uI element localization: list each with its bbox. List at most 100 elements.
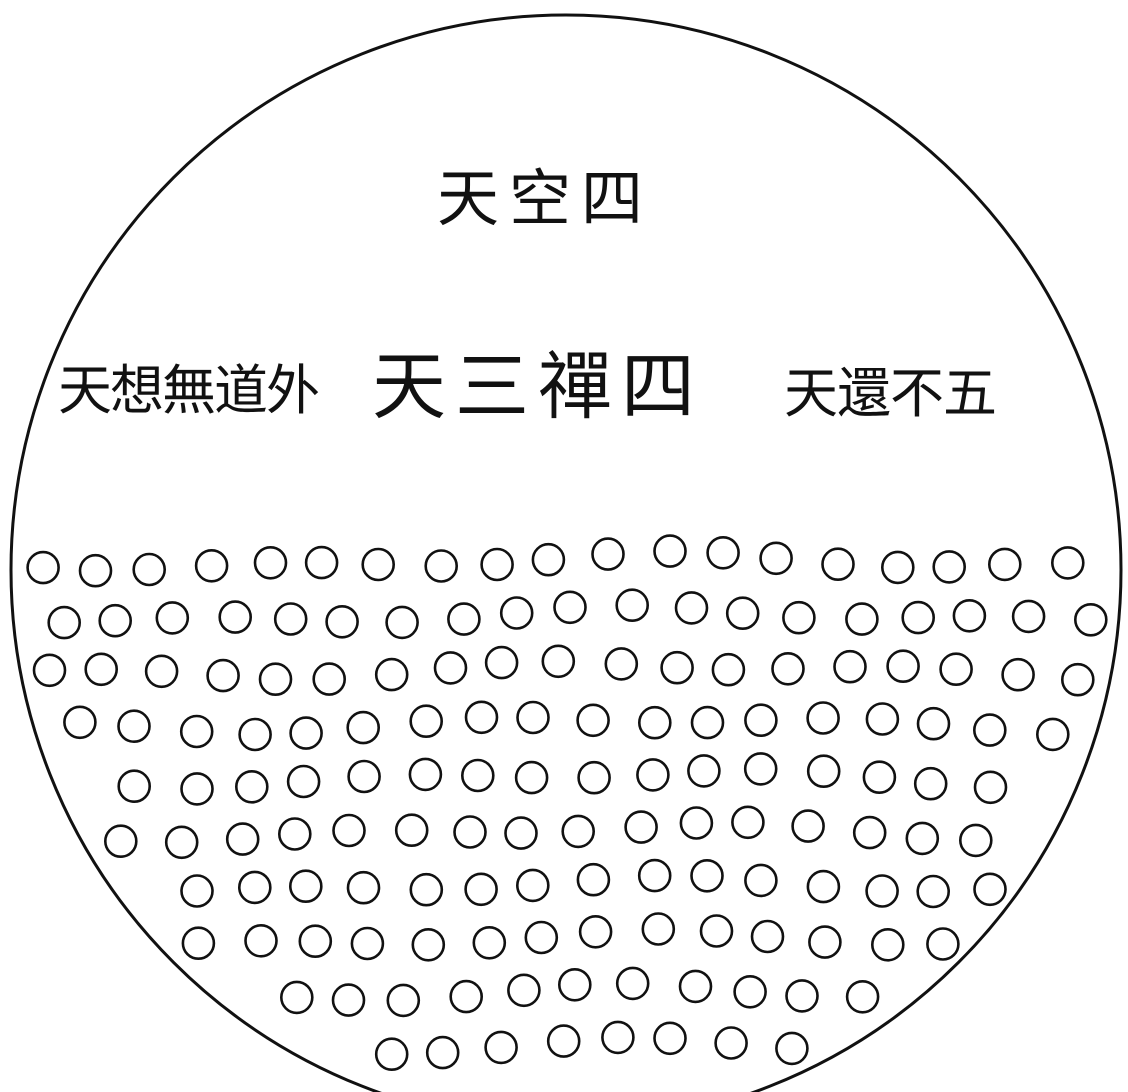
dot [601,1020,635,1055]
dot [117,709,151,744]
dot [775,1031,809,1066]
dot [653,1021,687,1056]
dot [164,825,199,860]
dot [880,550,915,585]
dot [690,858,724,893]
dot [179,714,214,749]
dot [84,652,118,687]
dot [865,874,899,908]
dot [845,602,879,636]
dot [687,754,721,788]
dot [386,983,421,1018]
dot [591,537,625,571]
dot [425,1035,460,1070]
dot [460,758,495,793]
dot [408,757,443,792]
dot [277,817,312,851]
dot [641,912,676,946]
dot [409,704,444,739]
dot [808,925,842,959]
dot [144,654,179,689]
dot [464,700,499,735]
dot [1061,662,1095,697]
dot [325,604,359,639]
dot [346,710,381,745]
dot [637,705,672,740]
dot [235,769,269,804]
dot [346,870,381,905]
dot [674,591,709,625]
dot [973,770,1008,805]
dot [733,974,767,1009]
dot [304,545,339,580]
dot [932,550,967,584]
dot [690,705,725,740]
dot [332,813,366,848]
dot [913,766,948,801]
dot [361,547,396,582]
dot [916,706,951,741]
dot [409,872,444,907]
dot [78,553,113,588]
dot [870,927,905,962]
dot [653,534,687,568]
top-label: 天空四 [437,162,654,235]
dot [1074,602,1108,637]
dot [32,653,67,688]
dot [862,760,897,795]
dot [117,769,151,804]
dot [604,647,639,681]
dot [905,821,940,856]
dot [180,772,214,806]
dot [714,1026,748,1060]
dot [206,658,240,693]
dot [98,603,132,638]
dot [731,805,765,840]
dot [350,926,385,961]
dot [952,598,987,633]
dot [833,649,867,684]
dot [411,927,446,962]
dot [637,858,672,893]
dot [678,969,713,1004]
dot [615,966,650,1001]
dot [374,1037,409,1071]
dot [744,703,778,738]
dot [374,657,409,692]
dot [47,605,81,640]
dot [865,702,900,736]
center-label: 天三禪四 [372,344,704,430]
dot [453,815,487,849]
dot [194,548,229,583]
dot [288,869,323,904]
dot [615,588,650,623]
dot [806,701,840,735]
dot [699,914,734,948]
dot [782,600,816,635]
dot [394,813,429,848]
dot [958,823,993,858]
dot [1051,546,1085,580]
dot [507,973,541,1008]
dot [771,651,805,686]
dot [1001,657,1035,692]
dot [104,824,138,859]
dot [279,980,314,1015]
dot [515,868,550,903]
dot [706,535,740,570]
dot [347,759,381,794]
dot [385,605,419,640]
dot [546,1024,581,1058]
dot [711,652,746,687]
dot [244,923,278,958]
dot [750,919,785,954]
dot [524,920,559,955]
dot [331,983,366,1017]
dot [289,716,323,750]
dot [806,869,841,904]
dot [972,713,1007,747]
dot [660,650,694,685]
dot [759,541,793,576]
dot [577,760,611,795]
dot [253,545,288,580]
